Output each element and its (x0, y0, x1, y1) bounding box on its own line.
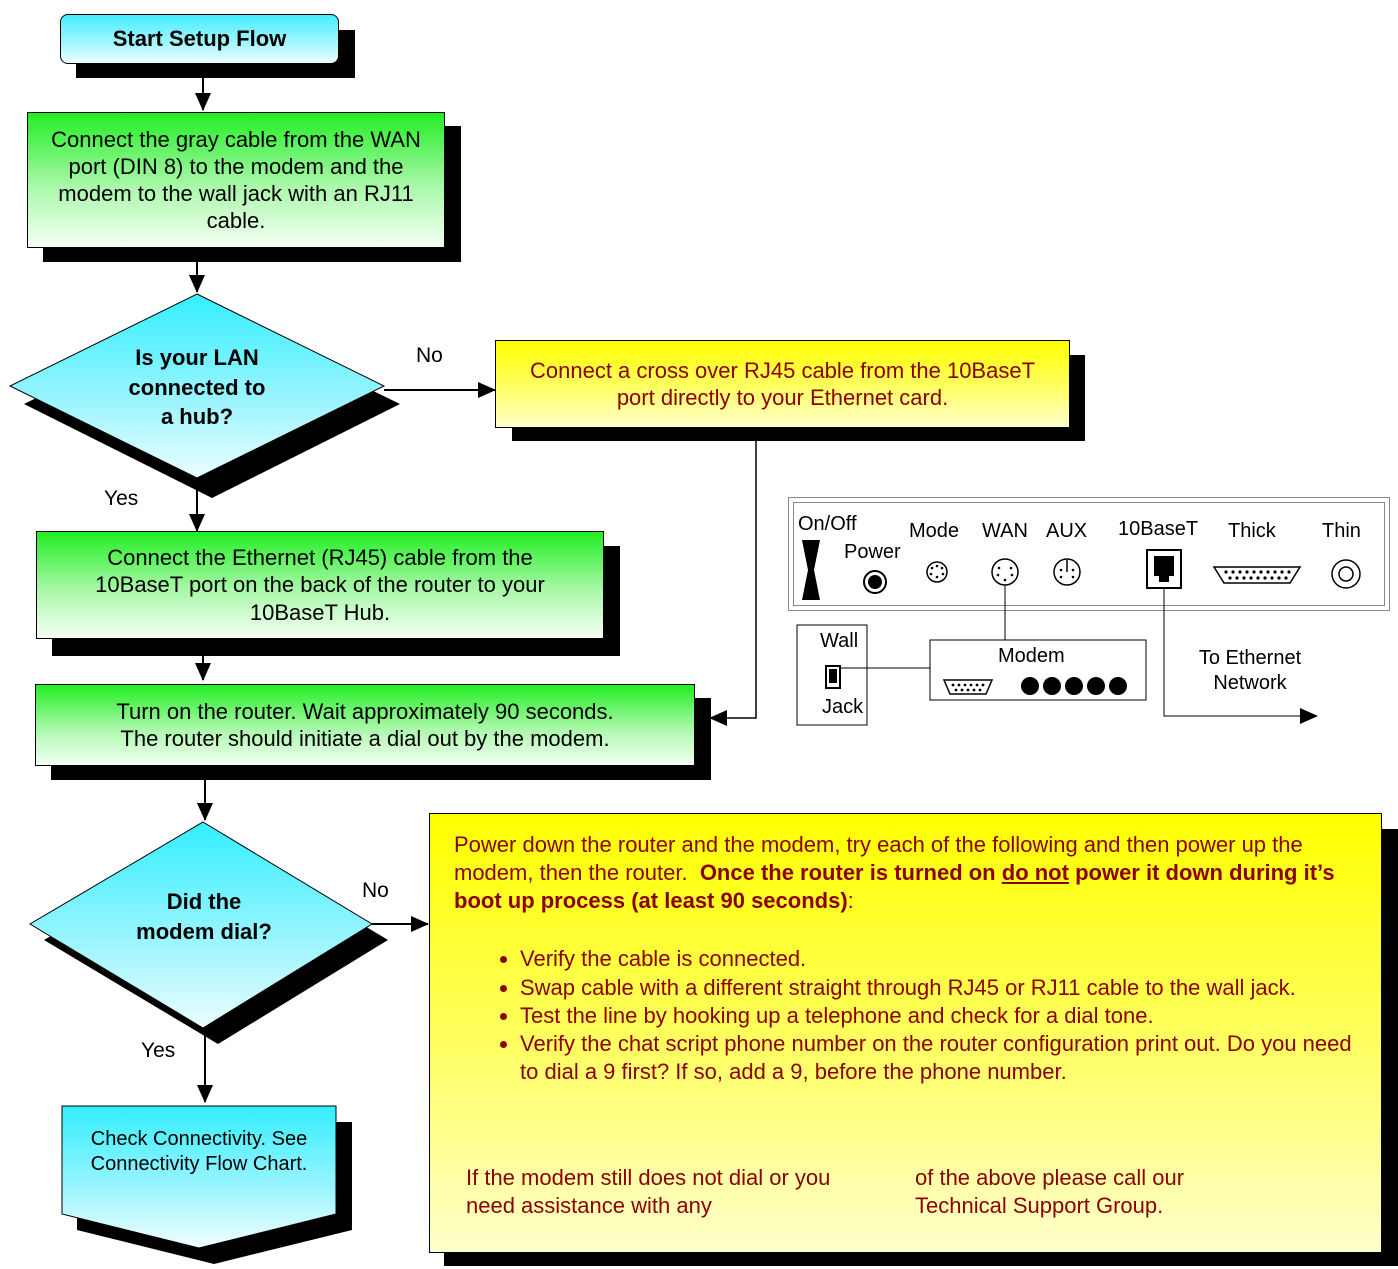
onoff-label: On/Off (798, 513, 857, 535)
ethernet-label-line2: Network (1213, 672, 1287, 694)
note-bullet: Test the line by hooking up a telephone … (520, 1002, 1359, 1030)
note-intro: Power down the router and the modem, try… (454, 832, 1303, 886)
note-bullet: Verify the cable is connected. (520, 945, 1359, 973)
thick-port-icon (1212, 566, 1302, 584)
note-warning-a: Once the router is turned on (699, 860, 996, 886)
decision1-line1: Is your LAN (135, 345, 259, 370)
mode-label: Mode (909, 520, 960, 542)
step2-box: Connect the Ethernet (RJ45) cable from t… (36, 531, 604, 639)
wall-label: Wall (820, 630, 859, 652)
decision2-no-label: No (362, 879, 389, 902)
arrow-crossover-to-step3 (709, 432, 757, 726)
decision1-line2: connected to (128, 374, 266, 400)
step3-line2: The router should initiate a dial out by… (120, 726, 610, 751)
wan-label: WAN (982, 520, 1028, 542)
crossover-text: Connect a cross over RJ45 cable from the… (529, 357, 1036, 410)
jack-label: Jack (822, 696, 864, 718)
note-warning-underline: do not (1001, 860, 1069, 886)
note-colon: : (847, 888, 854, 914)
aux-label: AUX (1046, 520, 1088, 542)
step3-line1: Turn on the router. Wait approximately 9… (116, 698, 614, 724)
note-footer-right: of the above please call our Technical S… (915, 1165, 1185, 1219)
router-panel (793, 502, 1385, 606)
onoff-switch-icon (802, 540, 820, 600)
decision1-yes-label: Yes (104, 487, 139, 510)
end-pentagon (61, 1105, 337, 1249)
decision1-line3: a hub? (160, 404, 234, 430)
start-label: Start Setup Flow (112, 26, 287, 52)
modem-label: Modem (998, 645, 1065, 667)
decision1-diamond (8, 293, 386, 479)
end-text: Check Connectivity. See Connectivity Flo… (90, 1128, 308, 1175)
decision1-text: Is your LAN connected to a hub? (90, 343, 304, 432)
ethernet-arrow-icon (1300, 708, 1318, 724)
thin-bnc-icon (1331, 559, 1361, 589)
note-bullet: Swap cable with a different straight thr… (520, 974, 1359, 1002)
thin-label: Thin (1322, 520, 1361, 542)
step1-box: Connect the gray cable from the WAN port… (27, 112, 445, 248)
step2-text: Connect the Ethernet (RJ45) cable from t… (95, 545, 545, 625)
ethernet-network-label: To Ethernet Network (1180, 646, 1320, 696)
decision1-no-label: No (416, 344, 443, 367)
note-bullet-list: Verify the cable is connected. Swap cabl… (454, 945, 1359, 1086)
decision2-line1: Did the (166, 889, 242, 914)
decision2-line2: modem dial? (136, 918, 272, 944)
modem-lights-icon (1021, 677, 1127, 695)
decision2-text: Did the modem dial? (116, 887, 292, 946)
modem-serial-port-icon (942, 679, 994, 695)
router-hardware-drawing (796, 540, 1318, 726)
step3-box: Turn on the router. Wait approximately 9… (35, 684, 695, 766)
decision2-diamond (29, 821, 373, 1029)
note-warning-b: power it down during it’s boot up proces… (454, 860, 1335, 914)
tenbase-label: 10BaseT (1118, 518, 1199, 540)
power-label: Power (844, 541, 901, 563)
note-bullet: Verify the chat script phone number on t… (520, 1030, 1359, 1086)
thick-label: Thick (1228, 520, 1276, 542)
start-terminal: Start Setup Flow (60, 14, 339, 64)
ethernet-cable (1163, 588, 1300, 717)
troubleshoot-note: Power down the router and the modem, try… (429, 813, 1382, 1253)
note-intro-paragraph: Power down the router and the modem, try… (454, 831, 1359, 915)
step1-text: Connect the gray cable from the WAN port… (51, 126, 421, 234)
ethernet-label-line1: To Ethernet (1198, 647, 1302, 669)
crossover-box: Connect a cross over RJ45 cable from the… (495, 340, 1070, 428)
note-footer-left: If the modem still does not dial or you … (466, 1165, 831, 1219)
decision2-yes-label: Yes (141, 1039, 176, 1062)
